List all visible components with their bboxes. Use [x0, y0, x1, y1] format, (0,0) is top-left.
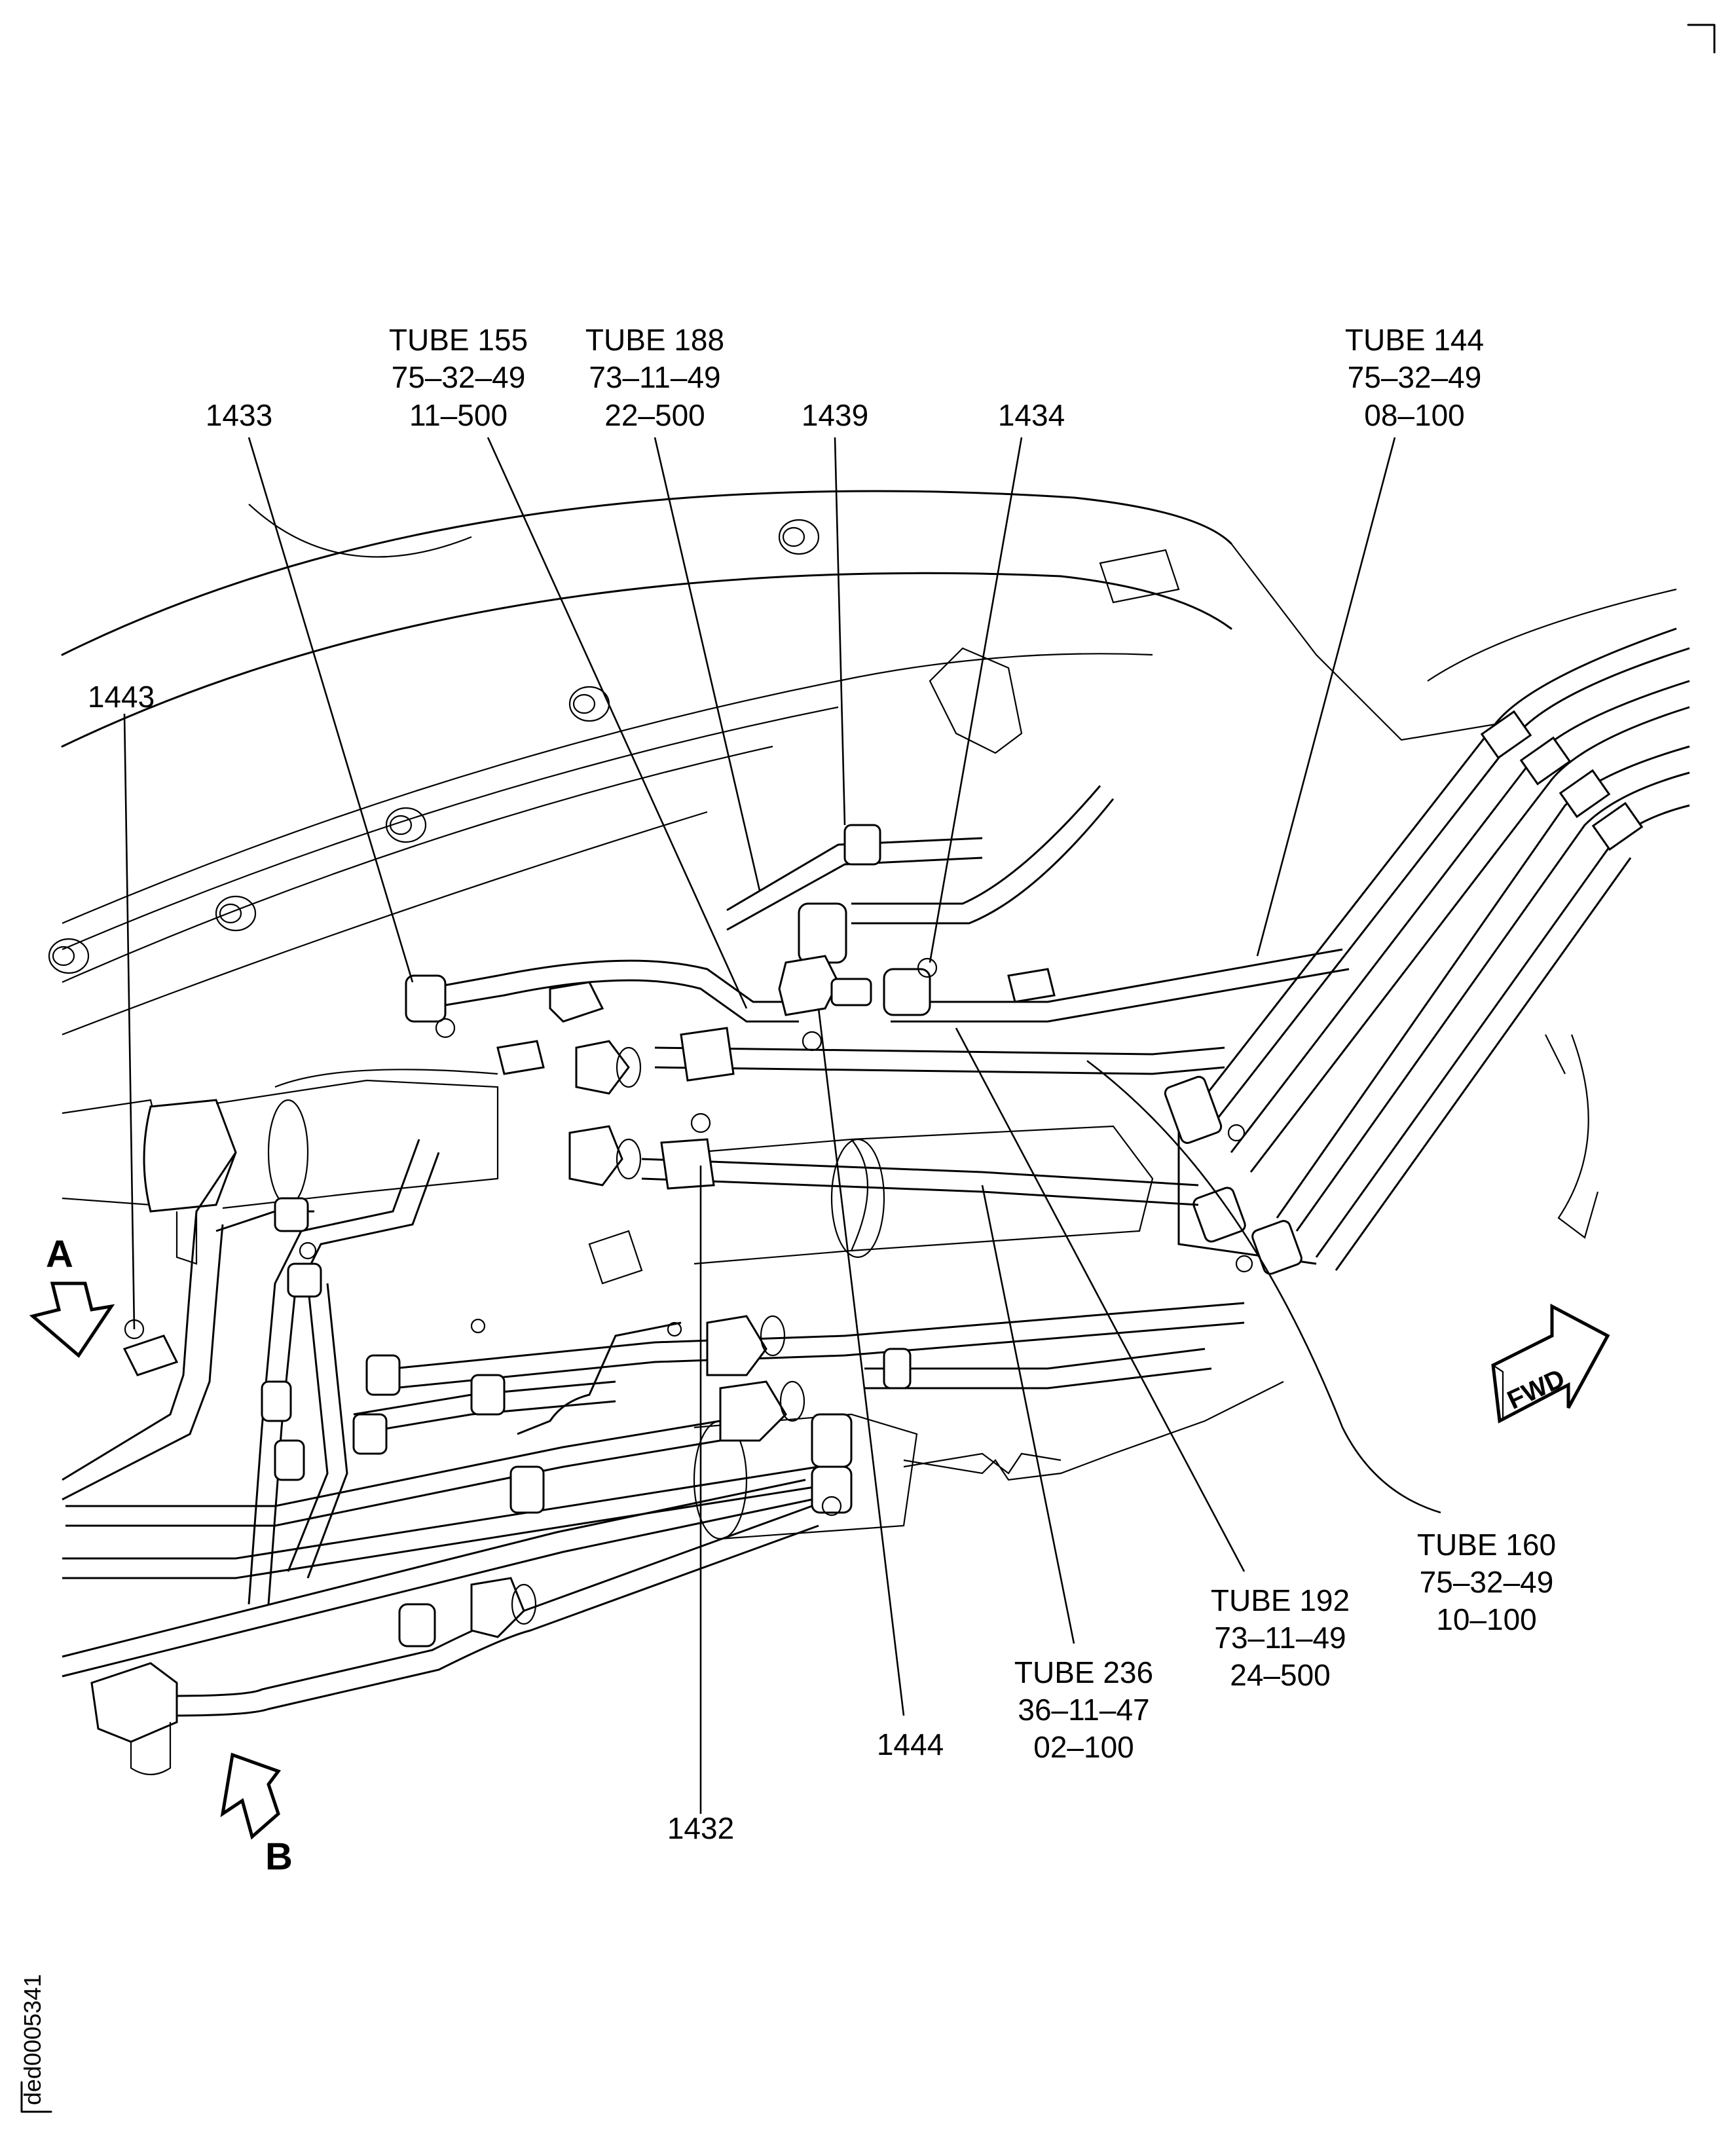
leader-1444	[817, 1008, 905, 1716]
leader-tube-236	[981, 1185, 1075, 1644]
corner-mark-top-right	[1687, 24, 1716, 54]
svg-text:36–11–47: 36–11–47	[1018, 1693, 1149, 1727]
leader-tube-160	[1086, 1059, 1441, 1514]
svg-text:11–500: 11–500	[409, 398, 508, 432]
svg-text:TUBE 188: TUBE 188	[585, 323, 724, 357]
leader-1443	[123, 713, 136, 1330]
engine-case	[48, 490, 1677, 1239]
callout-1434: 1434	[998, 398, 1065, 432]
callout-1443: 1443	[88, 680, 155, 714]
svg-text:TUBE 236: TUBE 236	[1014, 1655, 1153, 1689]
bolt	[48, 938, 90, 974]
manifold-component	[62, 1069, 499, 1265]
view-a-arrow-icon	[29, 1281, 115, 1358]
callouts: 1433 TUBE 155 75–32–49 11–500 TUBE 188 7…	[88, 323, 1556, 1845]
leader-tube-188	[654, 437, 761, 891]
svg-text:73–11–49: 73–11–49	[1214, 1621, 1346, 1655]
svg-text:24–500: 24–500	[1230, 1658, 1331, 1692]
svg-text:73–11–49: 73–11–49	[589, 360, 720, 394]
callout-tube-160: TUBE 160 75–32–49 10–100	[1417, 1528, 1556, 1636]
view-b-label: B	[265, 1835, 293, 1878]
leader-lines	[123, 437, 1441, 1814]
svg-text:22–500: 22–500	[604, 398, 705, 432]
bolt	[385, 807, 427, 843]
view-arrow-b: B	[220, 1752, 293, 1878]
view-b-arrow-icon	[220, 1752, 282, 1840]
bolt	[778, 519, 820, 555]
tube-bundle-right	[1164, 627, 1690, 1275]
svg-text:TUBE 155: TUBE 155	[389, 323, 528, 357]
leader-1439	[834, 437, 846, 826]
svg-text:75–32–49: 75–32–49	[1420, 1565, 1554, 1599]
svg-text:75–32–49: 75–32–49	[392, 360, 526, 394]
callout-tube-144: TUBE 144 75–32–49 08–100	[1345, 323, 1484, 432]
document-id: ded0005341	[19, 1974, 52, 2113]
document-id-text: ded0005341	[19, 1974, 46, 2105]
leader-1434	[929, 437, 1023, 963]
forward-indicator: FWD	[1491, 1303, 1610, 1424]
fittings	[90, 824, 1056, 1775]
view-arrow-a: A	[29, 1233, 115, 1358]
callout-1439: 1439	[802, 398, 868, 432]
callout-1433: 1433	[206, 398, 272, 432]
svg-text:TUBE 160: TUBE 160	[1417, 1528, 1556, 1562]
leader-tube-155	[487, 437, 748, 1009]
leader-tube-192	[955, 1027, 1246, 1572]
leader-tube-144	[1256, 437, 1396, 957]
view-a-label: A	[46, 1233, 73, 1276]
tube-routing	[62, 785, 1350, 1717]
bolt	[215, 895, 257, 932]
callout-tube-188: TUBE 188 73–11–49 22–500	[585, 323, 724, 432]
svg-text:08–100: 08–100	[1364, 398, 1465, 432]
leader-1433	[248, 437, 414, 983]
callout-tube-192: TUBE 192 73–11–49 24–500	[1211, 1583, 1350, 1692]
callout-tube-155: TUBE 155 75–32–49 11–500	[389, 323, 528, 432]
callout-tube-236: TUBE 236 36–11–47 02–100	[1014, 1655, 1153, 1764]
svg-text:75–32–49: 75–32–49	[1348, 360, 1482, 394]
svg-text:TUBE 192: TUBE 192	[1211, 1583, 1350, 1617]
forward-arrow-icon	[1491, 1303, 1610, 1424]
svg-text:10–100: 10–100	[1436, 1602, 1537, 1636]
svg-text:TUBE 144: TUBE 144	[1345, 323, 1484, 357]
svg-text:02–100: 02–100	[1033, 1730, 1134, 1764]
callout-1444: 1444	[877, 1727, 944, 1761]
callout-1432: 1432	[667, 1811, 734, 1845]
